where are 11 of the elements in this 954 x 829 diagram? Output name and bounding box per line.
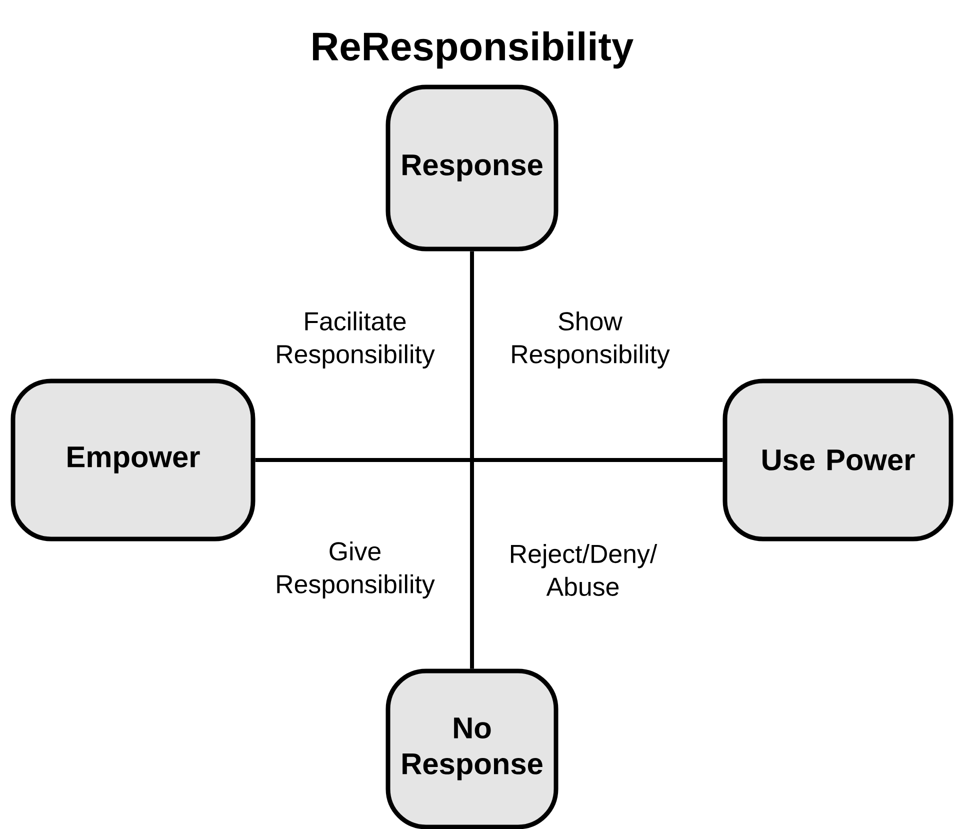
rounded-box: Empower (10, 378, 256, 542)
quadrant-label: Give Responsibility (277, 542, 435, 598)
connector-line (470, 251, 474, 669)
rounded-box: No Response (386, 668, 558, 829)
quadrant-label: Facilitate Responsibility (277, 312, 435, 368)
title: ReResponsibility (313, 31, 634, 69)
connector-line (255, 458, 723, 462)
quadrant-label: Show Responsibility (512, 312, 670, 368)
rounded-box: Use Power (722, 378, 954, 542)
rounded-box: Response (386, 84, 558, 252)
quadrant-label: Reject/Deny/ Abuse (510, 544, 658, 596)
